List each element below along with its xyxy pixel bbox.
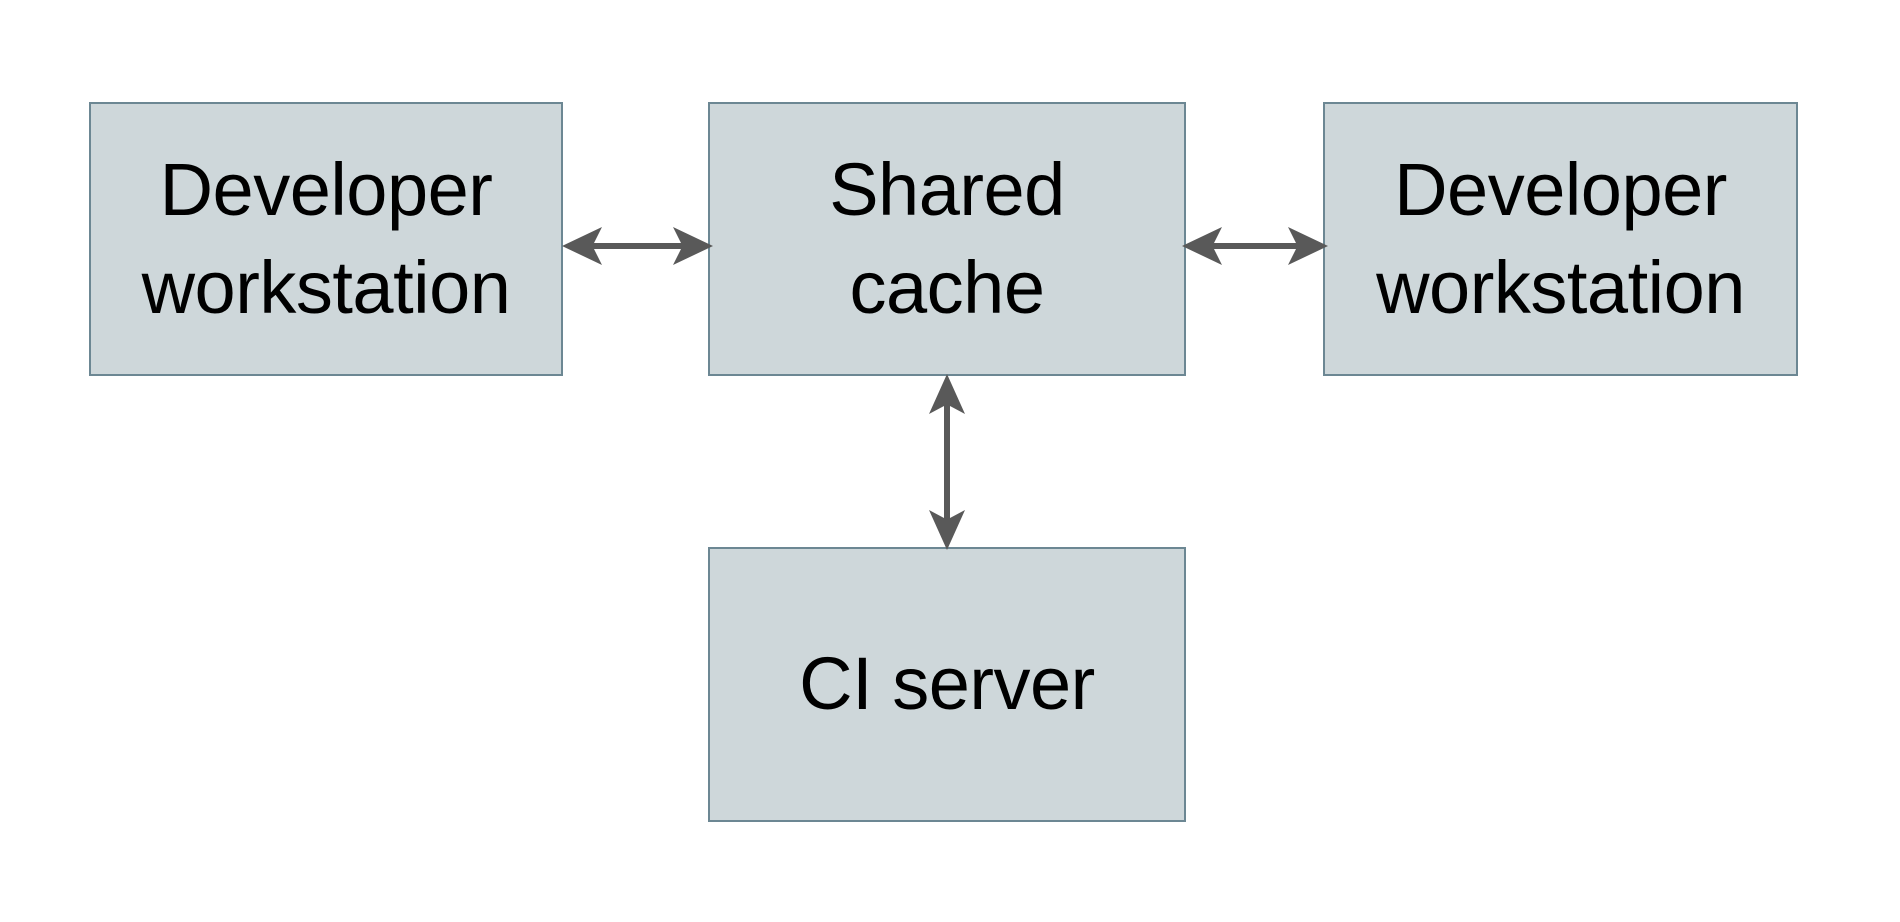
node-label-shared-cache: Shared cache — [829, 147, 1065, 329]
node-shared-cache[interactable]: Shared cache — [708, 102, 1186, 376]
node-label-ci-server: CI server — [799, 642, 1095, 726]
double-headed-arrow-icon — [929, 374, 965, 550]
double-headed-arrow-icon — [1182, 227, 1328, 265]
double-headed-arrow-icon — [562, 227, 713, 265]
node-label-developer-workstation-right: Developer workstation — [1376, 147, 1745, 329]
node-developer-workstation-left[interactable]: Developer workstation — [89, 102, 563, 376]
connector-cache-to-right-workstation[interactable] — [1180, 215, 1330, 277]
node-ci-server[interactable]: CI server — [708, 547, 1186, 822]
node-developer-workstation-right[interactable]: Developer workstation — [1323, 102, 1798, 376]
connector-cache-to-ci-server[interactable] — [916, 370, 978, 554]
connector-left-workstation-to-cache[interactable] — [560, 215, 715, 277]
node-label-developer-workstation-left: Developer workstation — [141, 147, 511, 329]
